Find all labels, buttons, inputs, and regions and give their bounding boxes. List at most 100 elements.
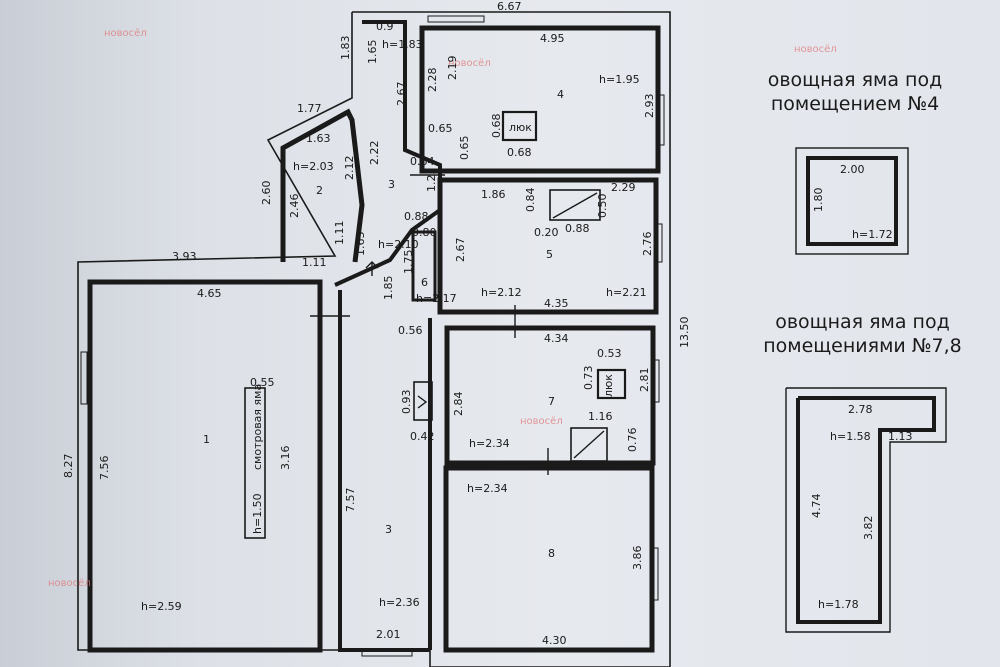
- dimension: 4.74: [810, 494, 823, 519]
- room-number-3: 3: [385, 523, 392, 536]
- dimension: 4.95: [540, 32, 565, 45]
- hatch-label: люк: [509, 121, 532, 134]
- dimension: 8.27: [62, 454, 75, 479]
- dimension: 0.55: [250, 376, 275, 389]
- pit-4-outline: [795, 147, 909, 255]
- dimension: 4.65: [197, 287, 222, 300]
- dimension: 0.68: [507, 146, 532, 159]
- dimension: 0.84: [524, 188, 537, 213]
- dimension: 7.57: [344, 488, 357, 513]
- dimension: 6.67: [497, 0, 522, 13]
- dimension: 2.60: [260, 181, 273, 206]
- dimension: 3.82: [862, 516, 875, 541]
- dimension: 1.75: [402, 250, 415, 275]
- dimension: 0.88: [565, 222, 590, 235]
- dimension: h=2.34: [469, 437, 510, 450]
- dimension: 1.25: [425, 168, 438, 193]
- dimension: h=2.12: [481, 286, 522, 299]
- porch-step: [413, 381, 433, 421]
- hatch-room-4: [501, 110, 538, 142]
- dimension: 0.9: [376, 20, 394, 33]
- room-number-3: 3: [388, 178, 395, 191]
- caption-line: помещением №4: [770, 93, 940, 115]
- dimension: h=2.10: [378, 238, 419, 251]
- room-3-walls: [362, 20, 442, 240]
- window: [655, 223, 663, 263]
- dimension: 0.65: [458, 136, 471, 161]
- room-number-6: 6: [421, 276, 428, 289]
- stair-room-5: [549, 189, 601, 221]
- dimension: 2.84: [452, 392, 465, 417]
- caption-line: помещениями №7,8: [763, 335, 962, 357]
- dimension: 2.76: [641, 232, 654, 257]
- dimension: 2.22: [368, 141, 381, 166]
- room-number-8: 8: [548, 547, 555, 560]
- outer-wall: [77, 11, 671, 667]
- dimension: 0.88: [404, 210, 429, 223]
- window: [651, 547, 659, 601]
- watermark: новосёл: [448, 58, 491, 69]
- dimension: 3.86: [631, 546, 644, 571]
- watermark: новосёл: [794, 44, 837, 55]
- dimension: 1.86: [481, 188, 506, 201]
- dimension: 0.76: [626, 428, 639, 453]
- inspection-pit-label: смотровая яма: [251, 384, 264, 470]
- dimension: 0.56: [398, 324, 423, 337]
- dimension: 13.50: [678, 317, 691, 349]
- watermark: новосёл: [104, 28, 147, 39]
- dimension: 1.11: [302, 256, 327, 269]
- dimension: 1.13: [888, 430, 913, 443]
- watermark: новосёл: [48, 578, 91, 589]
- dimension: 1.16: [588, 410, 613, 423]
- dimension: h=2.34: [467, 482, 508, 495]
- dimension: 0.80: [412, 226, 437, 239]
- dimension: h=2.03: [293, 160, 334, 173]
- room-number-4: 4: [557, 88, 564, 101]
- dimension: 2.00: [840, 163, 865, 176]
- dimension: 2.01: [376, 628, 401, 641]
- window: [80, 351, 88, 405]
- stair-room-7: [570, 427, 608, 462]
- dimension: 2.67: [454, 238, 467, 263]
- dimension: 0.65: [428, 122, 453, 135]
- dimension: 0.93: [400, 390, 413, 415]
- window: [361, 649, 413, 657]
- dimension: 2.93: [643, 94, 656, 119]
- dimension: 0.53: [597, 347, 622, 360]
- dimension: 4.35: [544, 297, 569, 310]
- inspection-pit: [244, 387, 266, 539]
- caption-pit-4: овощная яма под помещением №4: [735, 68, 975, 116]
- dimension: 2.29: [611, 181, 636, 194]
- pit-78-outline: [785, 387, 947, 633]
- room-6-walls: [411, 230, 437, 302]
- dimension: h=2.21: [606, 286, 647, 299]
- dimension: 2.28: [426, 68, 439, 93]
- dimension: 2.67: [395, 82, 408, 107]
- hatch-label: люк: [602, 374, 615, 397]
- caption-line: овощная яма под: [775, 311, 950, 333]
- dimension: 0.68: [490, 114, 503, 139]
- dimension: 1.83: [339, 36, 352, 61]
- dimension: 0.42: [410, 430, 435, 443]
- room-2-walls: [280, 108, 365, 263]
- dimension: h=1.83: [382, 38, 423, 51]
- room-number-7: 7: [548, 395, 555, 408]
- dimension: h=1.95: [599, 73, 640, 86]
- dimension: 3.93: [172, 250, 197, 263]
- dimension: 0.50: [596, 194, 609, 219]
- dimension: 0.20: [534, 226, 559, 239]
- room-number-2: 2: [316, 184, 323, 197]
- caption-line: овощная яма под: [767, 69, 943, 91]
- dimension: 7.56: [98, 456, 111, 481]
- dimension: 1.85: [382, 276, 395, 301]
- room-number-1: 1: [203, 433, 210, 446]
- hatch-room-7: [596, 368, 627, 400]
- dimension: 4.30: [542, 634, 567, 647]
- dimension: 1.65: [366, 40, 379, 65]
- room-1-walls: [87, 279, 323, 653]
- dimension: 0.64: [410, 155, 435, 168]
- dimension: 2.81: [638, 368, 651, 393]
- dimension: h=2.36: [379, 596, 420, 609]
- inspection-pit-height: h=1.50: [251, 493, 264, 534]
